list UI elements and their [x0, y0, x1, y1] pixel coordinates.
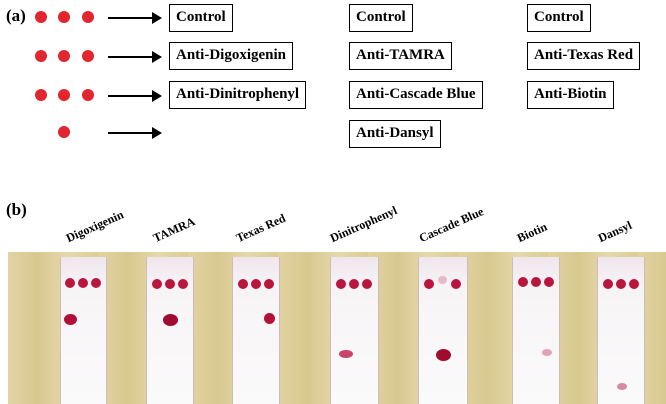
- strip5-top-spot-2: [438, 276, 447, 284]
- box-row3-col3: Anti-Biotin: [527, 81, 614, 109]
- strip3-top-spot-3: [264, 279, 274, 289]
- column-label-tamra: TAMRA: [150, 214, 198, 246]
- row3-dot-2: [58, 89, 70, 101]
- column-label-texas-red: Texas Red: [233, 210, 288, 246]
- row2-dot-1: [35, 50, 47, 62]
- column-label-dinitrophenyl: Dinitrophenyl: [327, 203, 400, 246]
- strip5-top-spot-1: [424, 279, 434, 289]
- strip1-result-band: [64, 314, 77, 325]
- row3-dot-3: [82, 89, 94, 101]
- strip1-top-spot-2: [78, 278, 88, 288]
- strip7-top-spot-2: [616, 279, 626, 289]
- box-row3-col1: Anti-Dinitrophenyl: [169, 81, 307, 109]
- box-row1-col2: Control: [349, 4, 413, 32]
- strip4-top-spot-2: [349, 279, 359, 289]
- box-row3-col2: Anti-Cascade Blue: [349, 81, 483, 109]
- strip2-result-band: [163, 314, 178, 326]
- strip2-top-spot-1: [152, 279, 162, 289]
- box-row4-col2: Anti-Dansyl: [349, 120, 441, 148]
- strip3-result-band: [264, 313, 275, 324]
- box-row2-col3: Anti-Texas Red: [527, 42, 641, 70]
- row3-arrow: [108, 90, 162, 102]
- row2-arrow: [108, 51, 162, 63]
- row4-arrow: [108, 127, 162, 139]
- panel-a-label: (a): [6, 6, 26, 25]
- strip4-top-spot-3: [362, 279, 372, 289]
- strip7-result-band: [617, 383, 627, 390]
- strip2-top-spot-3: [178, 279, 188, 289]
- row2-dot-2: [58, 50, 70, 62]
- strip5-result-band: [436, 349, 451, 361]
- panel-b-label: (b): [6, 200, 27, 219]
- strip1-top-spot-3: [91, 278, 101, 288]
- box-row2-col1: Anti-Digoxigenin: [169, 42, 294, 70]
- column-label-cascade-blue: Cascade Blue: [416, 204, 486, 246]
- row1-dot-2: [58, 11, 70, 23]
- strip6-top-spot-1: [518, 277, 528, 287]
- column-label-dansyl: Dansyl: [595, 217, 634, 246]
- strip4-result-band: [339, 350, 353, 358]
- column-label-biotin: Biotin: [514, 219, 550, 246]
- strip3-top-spot-2: [251, 279, 261, 289]
- column-label-digoxigenin: Digoxigenin: [63, 207, 126, 246]
- row3-dot-1: [35, 89, 47, 101]
- strip3-top-spot-1: [238, 279, 248, 289]
- strip5-top-spot-3: [451, 279, 461, 289]
- strip2-top-spot-2: [165, 279, 175, 289]
- strip7-top-spot-3: [629, 279, 639, 289]
- strip4-top-spot-1: [336, 279, 346, 289]
- strip6-top-spot-2: [531, 277, 541, 287]
- row1-arrow: [108, 12, 162, 24]
- strip1-top-spot-1: [65, 278, 75, 288]
- row4-dot-1: [58, 126, 70, 138]
- strip7-top-spot-1: [603, 279, 613, 289]
- strip6-result-band: [542, 349, 552, 356]
- strip6-top-spot-3: [544, 277, 554, 287]
- row2-dot-3: [82, 50, 94, 62]
- box-row1-col1: Control: [169, 4, 233, 32]
- box-row2-col2: Anti-TAMRA: [349, 42, 452, 70]
- row1-dot-3: [82, 11, 94, 23]
- box-row1-col3: Control: [527, 4, 591, 32]
- row1-dot-1: [35, 11, 47, 23]
